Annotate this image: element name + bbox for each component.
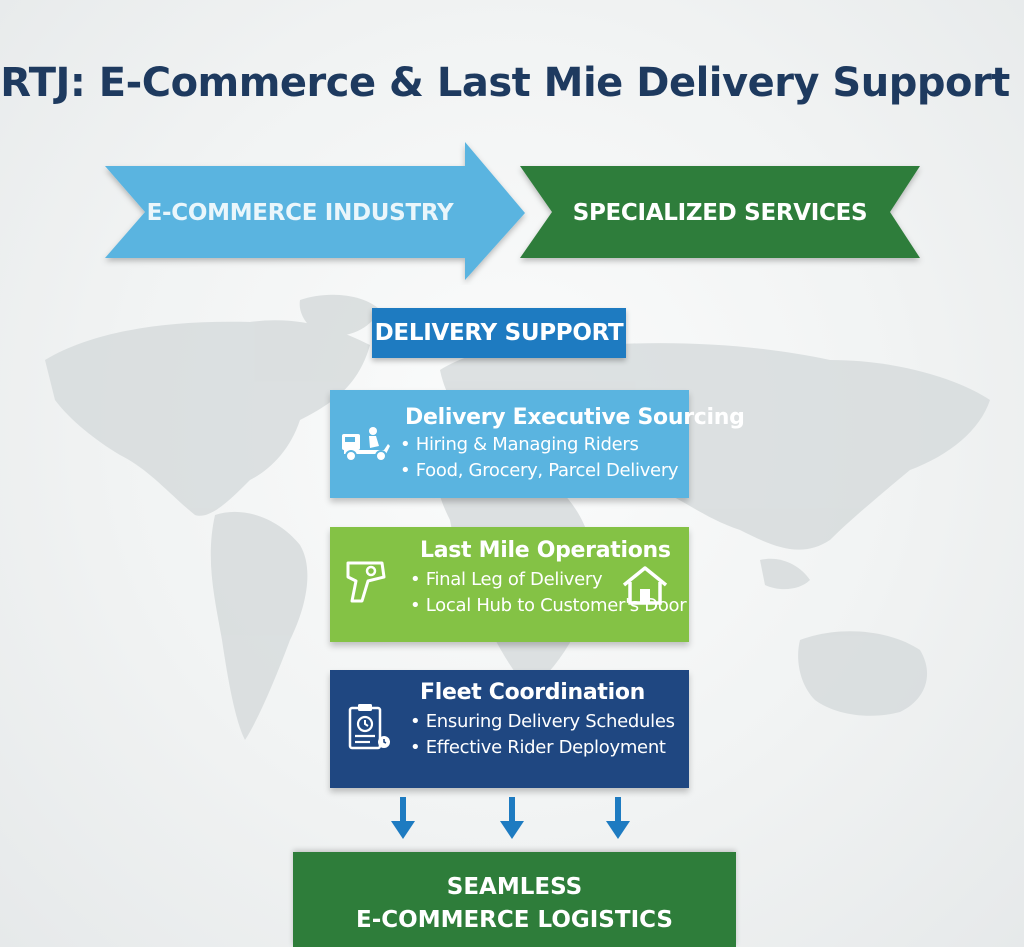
down-arrow-icon xyxy=(500,797,524,839)
card-bullet: • Effective Rider Deployment xyxy=(410,737,666,758)
card-title: Fleet Coordination xyxy=(420,680,646,705)
card-bullet: • Food, Grocery, Parcel Delivery xyxy=(400,460,679,481)
card-bullet: • Hiring & Managing Riders xyxy=(400,434,639,455)
barcode-scanner-icon xyxy=(346,561,386,603)
down-arrow-icon xyxy=(606,797,630,839)
ecommerce-industry-label: E-COMMERCE INDUSTRY xyxy=(146,200,454,226)
flow-chevrons xyxy=(105,142,920,280)
card-bullet: • Ensuring Delivery Schedules xyxy=(410,711,675,732)
delivery-support-label: DELIVERY SUPPORT xyxy=(372,308,626,358)
specialized-services-chevron xyxy=(520,166,920,258)
card-bullet: • Local Hub to Customer's Door xyxy=(410,595,687,616)
card-fleet-coordination: Fleet Coordination • Ensuring Delivery S… xyxy=(330,670,689,788)
outcome-line-2: E-COMMERCE LOGISTICS xyxy=(356,907,673,933)
outcome-line-1: SEAMLESS xyxy=(446,874,583,900)
card-bullet: • Final Leg of Delivery xyxy=(410,569,603,590)
down-arrow-icon xyxy=(391,797,415,839)
page-title: RTJ: E-Commerce & Last Mie Delivery Supp… xyxy=(0,60,1010,106)
delivery-scooter-icon xyxy=(342,427,390,462)
card-delivery-executive-sourcing: Delivery Executive Sourcing • Hiring & M… xyxy=(330,390,745,498)
ecommerce-industry-arrow xyxy=(105,142,525,280)
card-title: Delivery Executive Sourcing xyxy=(405,405,745,430)
house-icon xyxy=(622,566,668,605)
outcome-box: SEAMLESS E-COMMERCE LOGISTICS xyxy=(293,852,736,947)
clipboard-clock-icon xyxy=(348,704,390,750)
card-last-mile-operations: Last Mile Operations • Final Leg of Deli… xyxy=(330,527,689,642)
card-title: Last Mile Operations xyxy=(420,538,671,563)
specialized-services-label: SPECIALIZED SERVICES xyxy=(572,200,868,226)
